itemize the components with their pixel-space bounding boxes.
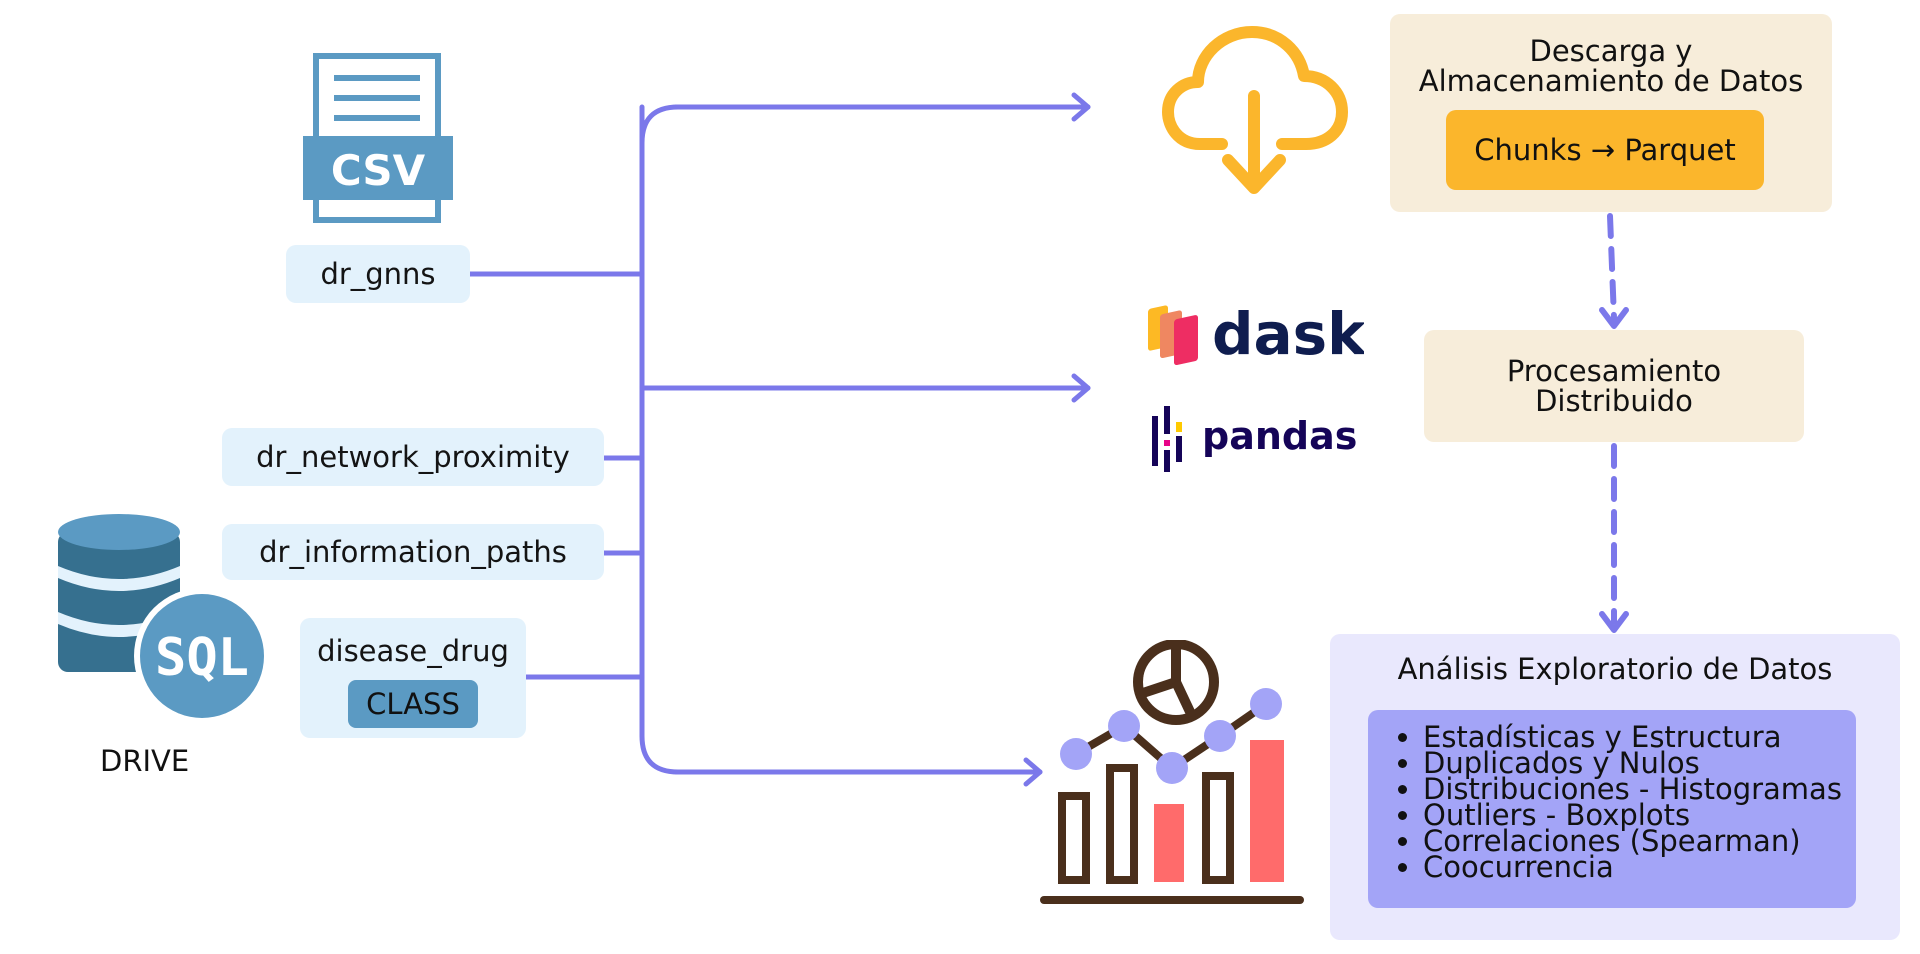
processing-panel-title-line2: Distribuido xyxy=(1535,384,1693,418)
eda-panel-title: Análisis Exploratorio de Datos xyxy=(1397,652,1833,686)
download-panel-title-line1: Descarga y xyxy=(1529,34,1693,68)
chunks-parquet-chip: Chunks → Parquet xyxy=(1446,110,1764,190)
eda-item: Estadísticas y Estructura xyxy=(1423,723,1856,752)
eda-item: Outliers - Boxplots xyxy=(1423,801,1856,830)
dashed-arrow-download-to-processing xyxy=(1607,213,1617,321)
eda-item: Correlaciones (Spearman) xyxy=(1423,827,1856,856)
trunk-top-curve xyxy=(639,104,681,146)
arrowhead-dashed-1 xyxy=(1599,307,1629,329)
sql-icon-label: SQL xyxy=(155,628,249,688)
pandas-logo: pandas xyxy=(1152,406,1357,472)
source-dr-information-paths-label: dr_information_paths xyxy=(259,535,567,569)
analytics-chart-icon xyxy=(1040,640,1304,904)
sql-database-icon: SQL xyxy=(58,514,268,724)
arrowhead-download xyxy=(1071,92,1091,122)
eda-checklist: Estadísticas y Estructura Duplicados y N… xyxy=(1368,710,1856,908)
class-badge: CLASS xyxy=(348,680,478,728)
processing-panel-title-line1: Procesamiento xyxy=(1506,354,1722,388)
csv-icon-label: CSV xyxy=(331,146,426,195)
pandas-logo-text: pandas xyxy=(1202,414,1357,458)
eda-item: Distribuciones - Histogramas xyxy=(1423,775,1856,804)
eda-list: Estadísticas y Estructura Duplicados y N… xyxy=(1368,723,1856,882)
processing-panel: Procesamiento Distribuido xyxy=(1424,330,1804,442)
arrowhead-dashed-2 xyxy=(1599,611,1629,633)
arrowhead-eda xyxy=(1023,757,1043,787)
dask-logo: dask xyxy=(1148,300,1364,368)
csv-file-icon: CSV xyxy=(303,53,453,223)
eda-item: Duplicados y Nulos xyxy=(1423,749,1856,778)
dask-logo-text: dask xyxy=(1212,300,1364,368)
download-panel: Descarga y Almacenamiento de Datos Chunk… xyxy=(1390,14,1832,212)
drive-label: DRIVE xyxy=(100,744,190,778)
eda-panel: Análisis Exploratorio de Datos Estadísti… xyxy=(1330,634,1900,940)
source-dr-gnns: dr_gnns xyxy=(286,245,470,303)
source-dr-network-proximity-label: dr_network_proximity xyxy=(256,440,570,474)
download-panel-title-line2: Almacenamiento de Datos xyxy=(1418,64,1804,98)
cloud-download-icon xyxy=(1162,26,1348,194)
trunk-line xyxy=(639,104,681,775)
source-dr-information-paths: dr_information_paths xyxy=(222,524,604,580)
arrowhead-processing xyxy=(1071,373,1091,403)
source-dr-gnns-label: dr_gnns xyxy=(320,257,436,291)
source-dr-network-proximity: dr_network_proximity xyxy=(222,428,604,486)
eda-item: Coocurrencia xyxy=(1423,853,1856,882)
source-disease-drug: disease_drug CLASS xyxy=(300,618,526,738)
source-disease-drug-label: disease_drug xyxy=(317,634,509,668)
